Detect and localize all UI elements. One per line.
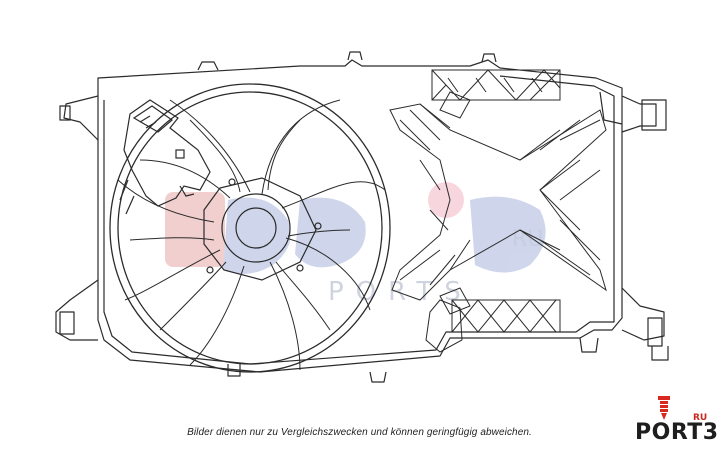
disclaimer-caption: Bilder dienen nur zu Vergleichszwecken u… bbox=[187, 427, 532, 438]
logo-text: PORT3 bbox=[635, 420, 719, 445]
right-bracket bbox=[621, 95, 657, 133]
watermark: RU PORTS bbox=[165, 182, 546, 307]
fan-blades bbox=[117, 99, 386, 371]
motor-connector bbox=[119, 99, 211, 215]
left-bracket bbox=[63, 95, 99, 141]
grille-lattice bbox=[389, 69, 607, 333]
fan-ring bbox=[109, 83, 391, 373]
logo-pin-icon bbox=[658, 396, 670, 420]
shroud-frame bbox=[97, 59, 623, 373]
lower-tab bbox=[425, 299, 463, 353]
fan-hub bbox=[203, 177, 322, 281]
logo-ru: RU bbox=[693, 413, 708, 423]
port3-logo: RU PORT3 bbox=[633, 396, 718, 448]
